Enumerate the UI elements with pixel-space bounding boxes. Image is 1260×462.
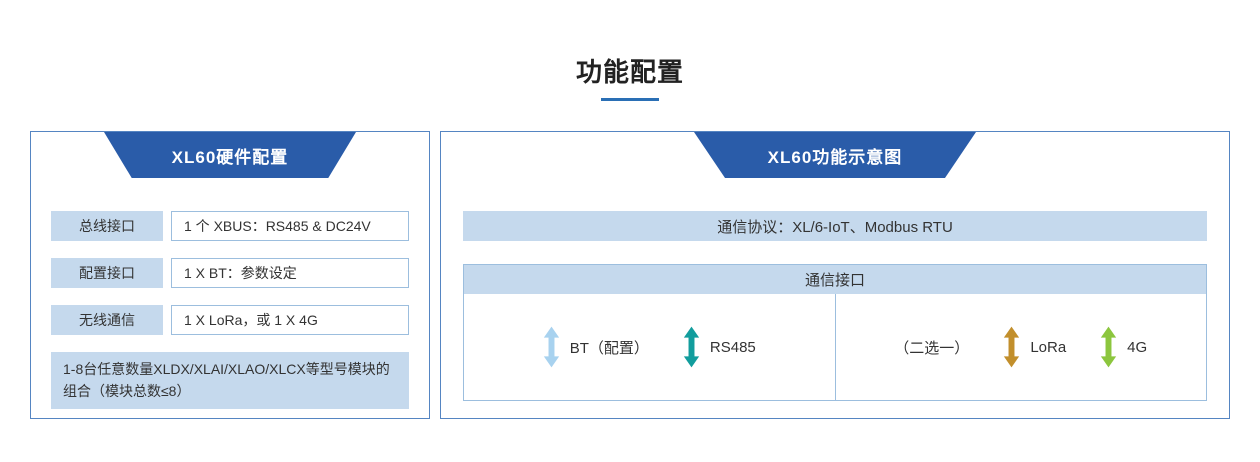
table-row: 配置接口 1 X BT：参数设定: [51, 258, 409, 288]
hardware-config-panel: XL60硬件配置 总线接口 1 个 XBUS：RS485 & DC24V 配置接…: [30, 131, 430, 419]
double-arrow-icon: [683, 326, 700, 368]
row-label-bus-interface: 总线接口: [51, 211, 163, 241]
hardware-config-header: XL60硬件配置: [104, 132, 356, 178]
double-arrow-icon: [543, 326, 559, 368]
comm-interface-left-cell: BT（配置） RS485: [464, 294, 836, 400]
fourg-label: 4G: [1127, 338, 1148, 356]
function-diagram-header: XL60功能示意图: [694, 132, 976, 178]
lora-interface-item: LoRa: [1003, 323, 1066, 371]
double-arrow-shape: [543, 326, 559, 368]
table-row: 无线通信 1 X LoRa，或 1 X 4G: [51, 305, 409, 335]
double-arrow-icon: [1004, 326, 1020, 368]
double-arrow-shape: [1004, 326, 1020, 368]
comm-interface-body: BT（配置） RS485 （二选一）: [464, 294, 1206, 400]
bt-interface-item: BT（配置）: [543, 323, 649, 371]
function-diagram-body: 通信协议：XL/6-IoT、Modbus RTU 通信接口 BT（配置）: [441, 211, 1229, 401]
title-underline: [601, 98, 659, 101]
table-row: 总线接口 1 个 XBUS：RS485 & DC24V: [51, 211, 409, 241]
double-arrow-shape: [683, 326, 700, 368]
row-value-bus-interface: 1 个 XBUS：RS485 & DC24V: [171, 211, 409, 241]
page-header: 功能配置: [0, 52, 1260, 101]
choose-one-note: （二选一）: [894, 339, 970, 357]
module-combination-note: 1-8台任意数量XLDX/XLAI/XLAO/XLCX等型号模块的组合（模块总数…: [51, 352, 409, 410]
rs485-interface-item: RS485: [683, 323, 756, 371]
rs485-label: RS485: [709, 338, 756, 356]
row-label-config-interface: 配置接口: [51, 258, 163, 288]
hardware-config-rows: 总线接口 1 个 XBUS：RS485 & DC24V 配置接口 1 X BT：…: [31, 211, 429, 410]
fourg-interface-item: 4G: [1100, 323, 1147, 371]
comm-interface-right-cell: （二选一） LoRa 4G: [836, 294, 1207, 400]
comm-interface-box: 通信接口 BT（配置） RS485: [463, 264, 1207, 401]
row-value-wireless: 1 X LoRa，或 1 X 4G: [171, 305, 409, 335]
bt-label: BT（配置）: [569, 339, 649, 357]
page-title: 功能配置: [575, 57, 684, 87]
protocol-bar: 通信协议：XL/6-IoT、Modbus RTU: [463, 211, 1207, 241]
double-arrow-icon: [1101, 326, 1117, 368]
row-label-wireless: 无线通信: [51, 305, 163, 335]
double-arrow-shape: [1101, 326, 1117, 368]
row-value-config-interface: 1 X BT：参数设定: [171, 258, 409, 288]
comm-interface-header: 通信接口: [464, 265, 1206, 294]
lora-label: LoRa: [1030, 338, 1067, 356]
function-diagram-panel: XL60功能示意图 通信协议：XL/6-IoT、Modbus RTU 通信接口 …: [440, 131, 1230, 419]
